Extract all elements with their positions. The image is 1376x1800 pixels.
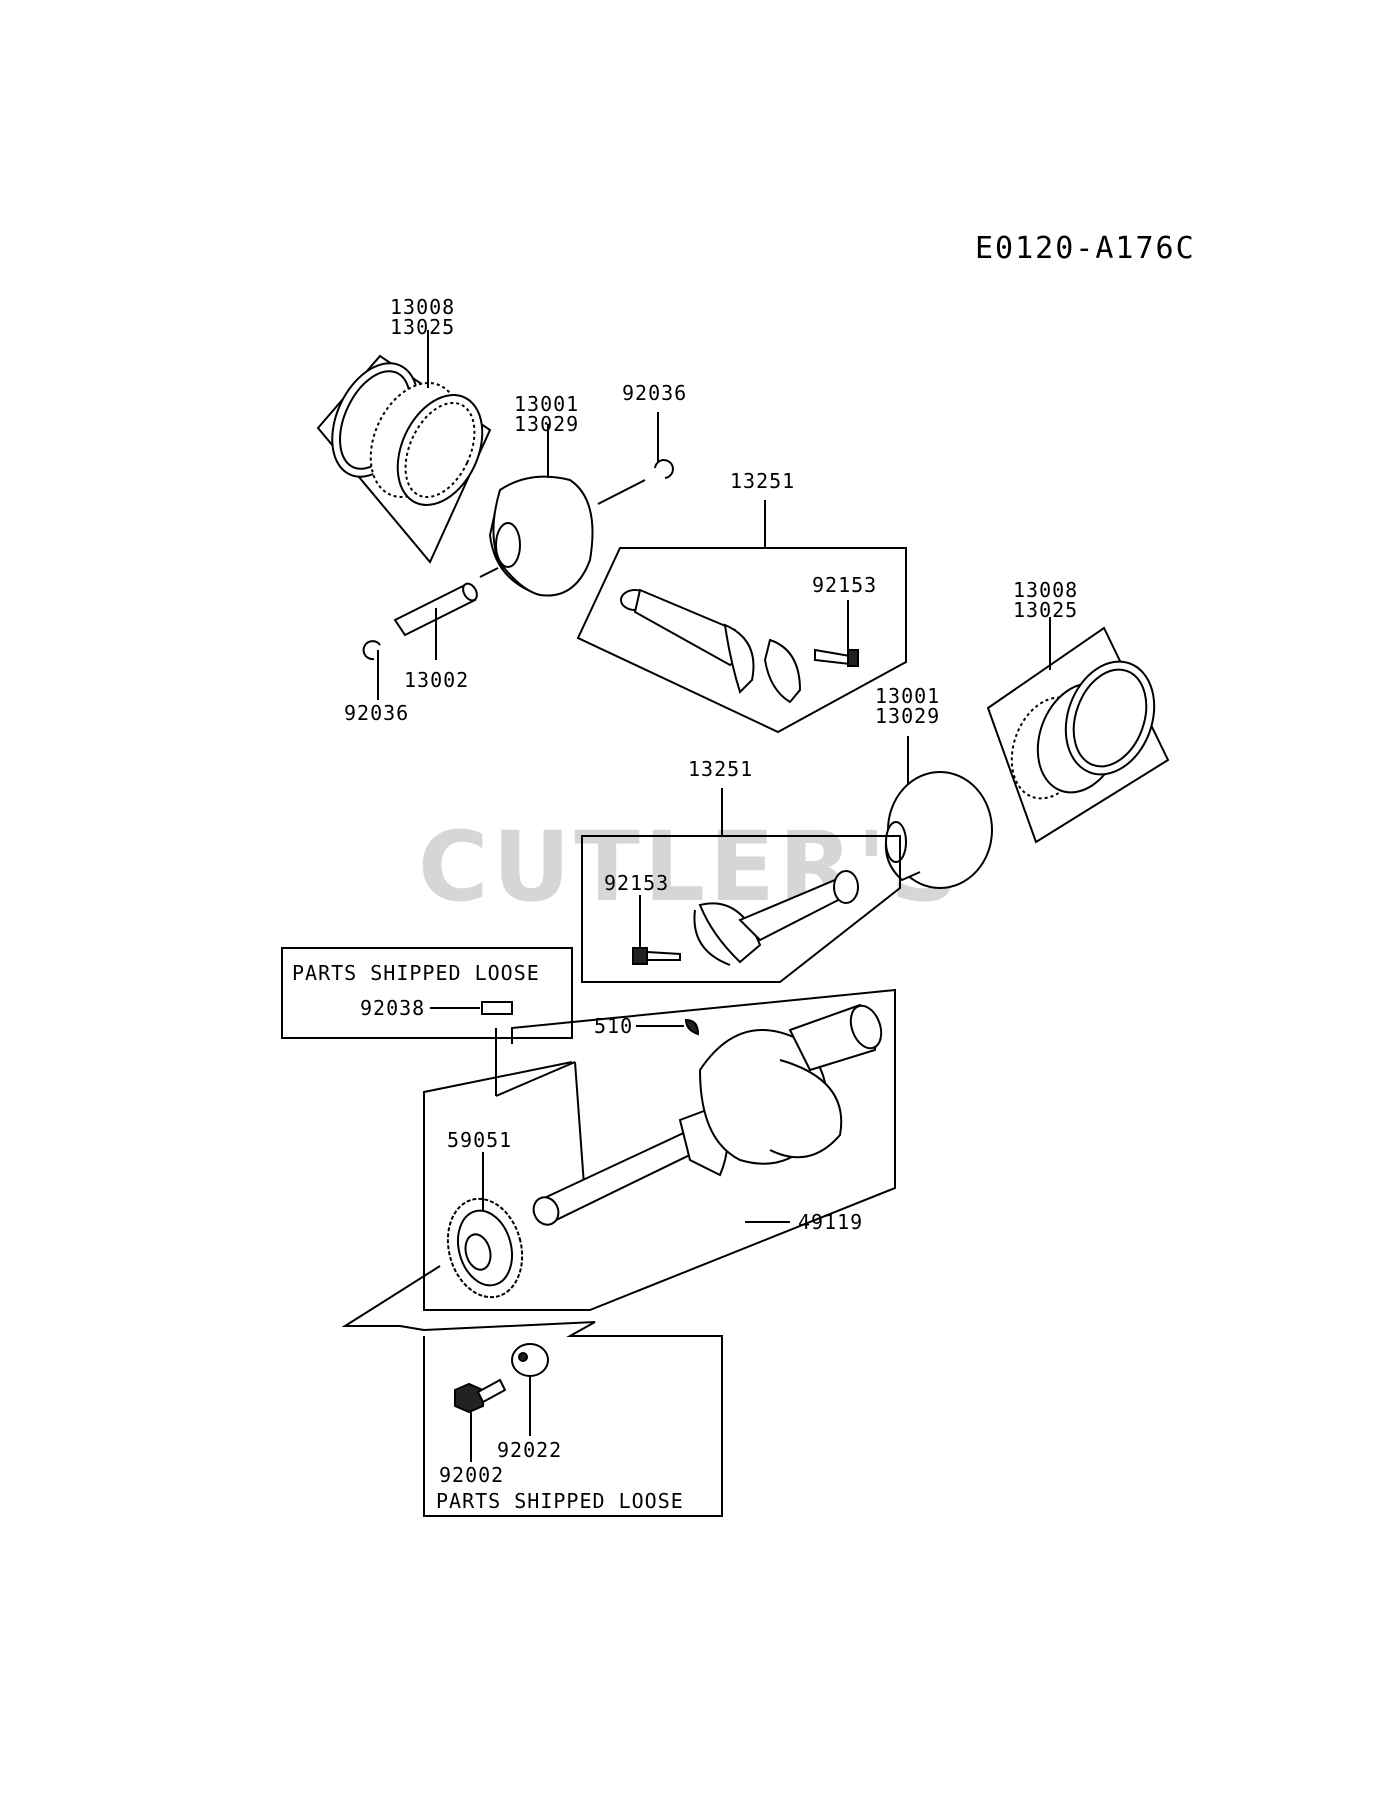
crankshaft[interactable] (529, 1002, 886, 1229)
piston-rings-group-right[interactable] (998, 649, 1169, 809)
label-13002[interactable]: 13002 (404, 668, 469, 692)
lower-bolt-head-icon (632, 947, 648, 965)
rod-bolt-lower[interactable] (632, 947, 681, 965)
parts-shipped-loose-box-2 (341, 1265, 723, 1517)
circlip-icon[interactable] (654, 459, 674, 479)
flange-bolt[interactable] (454, 1378, 507, 1414)
label-13251-lower[interactable]: 13251 (688, 757, 753, 781)
bolt-head-icon (847, 649, 859, 667)
leader-line (479, 567, 499, 578)
crank-flywheel-end-icon (849, 1004, 883, 1050)
label-13001-top[interactable]: 13001 (514, 392, 579, 416)
piston-top[interactable] (488, 475, 594, 597)
crank-gear[interactable] (437, 1190, 532, 1305)
compression-ring-inner-icon (404, 401, 476, 499)
rod-cap-icon (763, 638, 802, 704)
diagram-code: E0120-A176C (975, 231, 1196, 266)
rod-frame-top (576, 547, 907, 734)
label-13029-right[interactable]: 13029 (875, 704, 940, 728)
label-49119[interactable]: 49119 (798, 1210, 863, 1234)
piston-right[interactable] (884, 771, 993, 889)
bolt-shank-icon (814, 648, 851, 666)
washer-icon (511, 1343, 549, 1377)
label-92022[interactable]: 92022 (497, 1438, 562, 1462)
crank-pto-shaft-icon (538, 1128, 702, 1224)
washer[interactable] (511, 1343, 549, 1377)
ring-right-inner-icon (1072, 668, 1148, 768)
label-92036-top-right[interactable]: 92036 (622, 381, 687, 405)
piston-pin[interactable] (393, 581, 480, 637)
label-13029-top[interactable]: 13029 (514, 412, 579, 436)
washer-hole-icon (518, 1352, 528, 1362)
rod-lower-cap-icon (693, 909, 731, 966)
parts-shipped-loose-label-1: PARTS SHIPPED LOOSE (292, 961, 540, 985)
label-92153-lower[interactable]: 92153 (604, 871, 669, 895)
label-13001-right[interactable]: 13001 (875, 684, 940, 708)
rod-lower-big-end-icon (698, 902, 762, 964)
rod-frame-lower (581, 835, 901, 983)
label-510[interactable]: 510 (594, 1014, 633, 1038)
rod-big-end-icon (723, 623, 755, 694)
crank-counterweight-icon (769, 1059, 843, 1159)
label-92038[interactable]: 92038 (360, 996, 425, 1020)
leader-line (495, 1061, 576, 1097)
piston-rings-group-top[interactable] (315, 350, 499, 564)
bolt-threads-icon (476, 1378, 507, 1404)
rings-frame-right (986, 626, 1170, 844)
lower-bolt-shank-icon (646, 950, 681, 961)
label-13025-top[interactable]: 13025 (390, 315, 455, 339)
piston-pin-end-icon (462, 582, 478, 602)
label-13025-right[interactable]: 13025 (1013, 598, 1078, 622)
circlip-left-icon[interactable] (362, 640, 381, 661)
crankshaft-frame (423, 988, 896, 1311)
label-92036-left[interactable]: 92036 (344, 701, 409, 725)
label-13008-top[interactable]: 13008 (390, 295, 455, 319)
label-92153-top[interactable]: 92153 (812, 573, 877, 597)
leader-line (574, 1061, 585, 1186)
label-59051[interactable]: 59051 (447, 1128, 512, 1152)
gear-bore-icon (464, 1233, 492, 1271)
rod-lower-small-end-icon (833, 870, 859, 904)
woodruff-key-icon[interactable] (481, 1001, 513, 1015)
connecting-rod-lower[interactable] (693, 870, 859, 966)
leader-line (597, 479, 646, 505)
label-13008-right[interactable]: 13008 (1013, 578, 1078, 602)
crank-key-icon[interactable] (684, 1018, 700, 1036)
piston-right-boss-icon (885, 821, 907, 863)
rod-bolt-top[interactable] (814, 648, 859, 667)
label-92002[interactable]: 92002 (439, 1463, 504, 1487)
parts-shipped-loose-box-1 (281, 947, 573, 1039)
piston-pin-boss-icon (495, 522, 521, 568)
crank-shaft-end-icon (532, 1196, 560, 1226)
label-13251-top[interactable]: 13251 (730, 469, 795, 493)
parts-shipped-loose-label-2: PARTS SHIPPED LOOSE (436, 1489, 684, 1513)
connecting-rod-top[interactable] (620, 588, 802, 704)
watermark: CUTLER'S (418, 811, 963, 923)
bolt-hex-head-icon (454, 1382, 484, 1414)
